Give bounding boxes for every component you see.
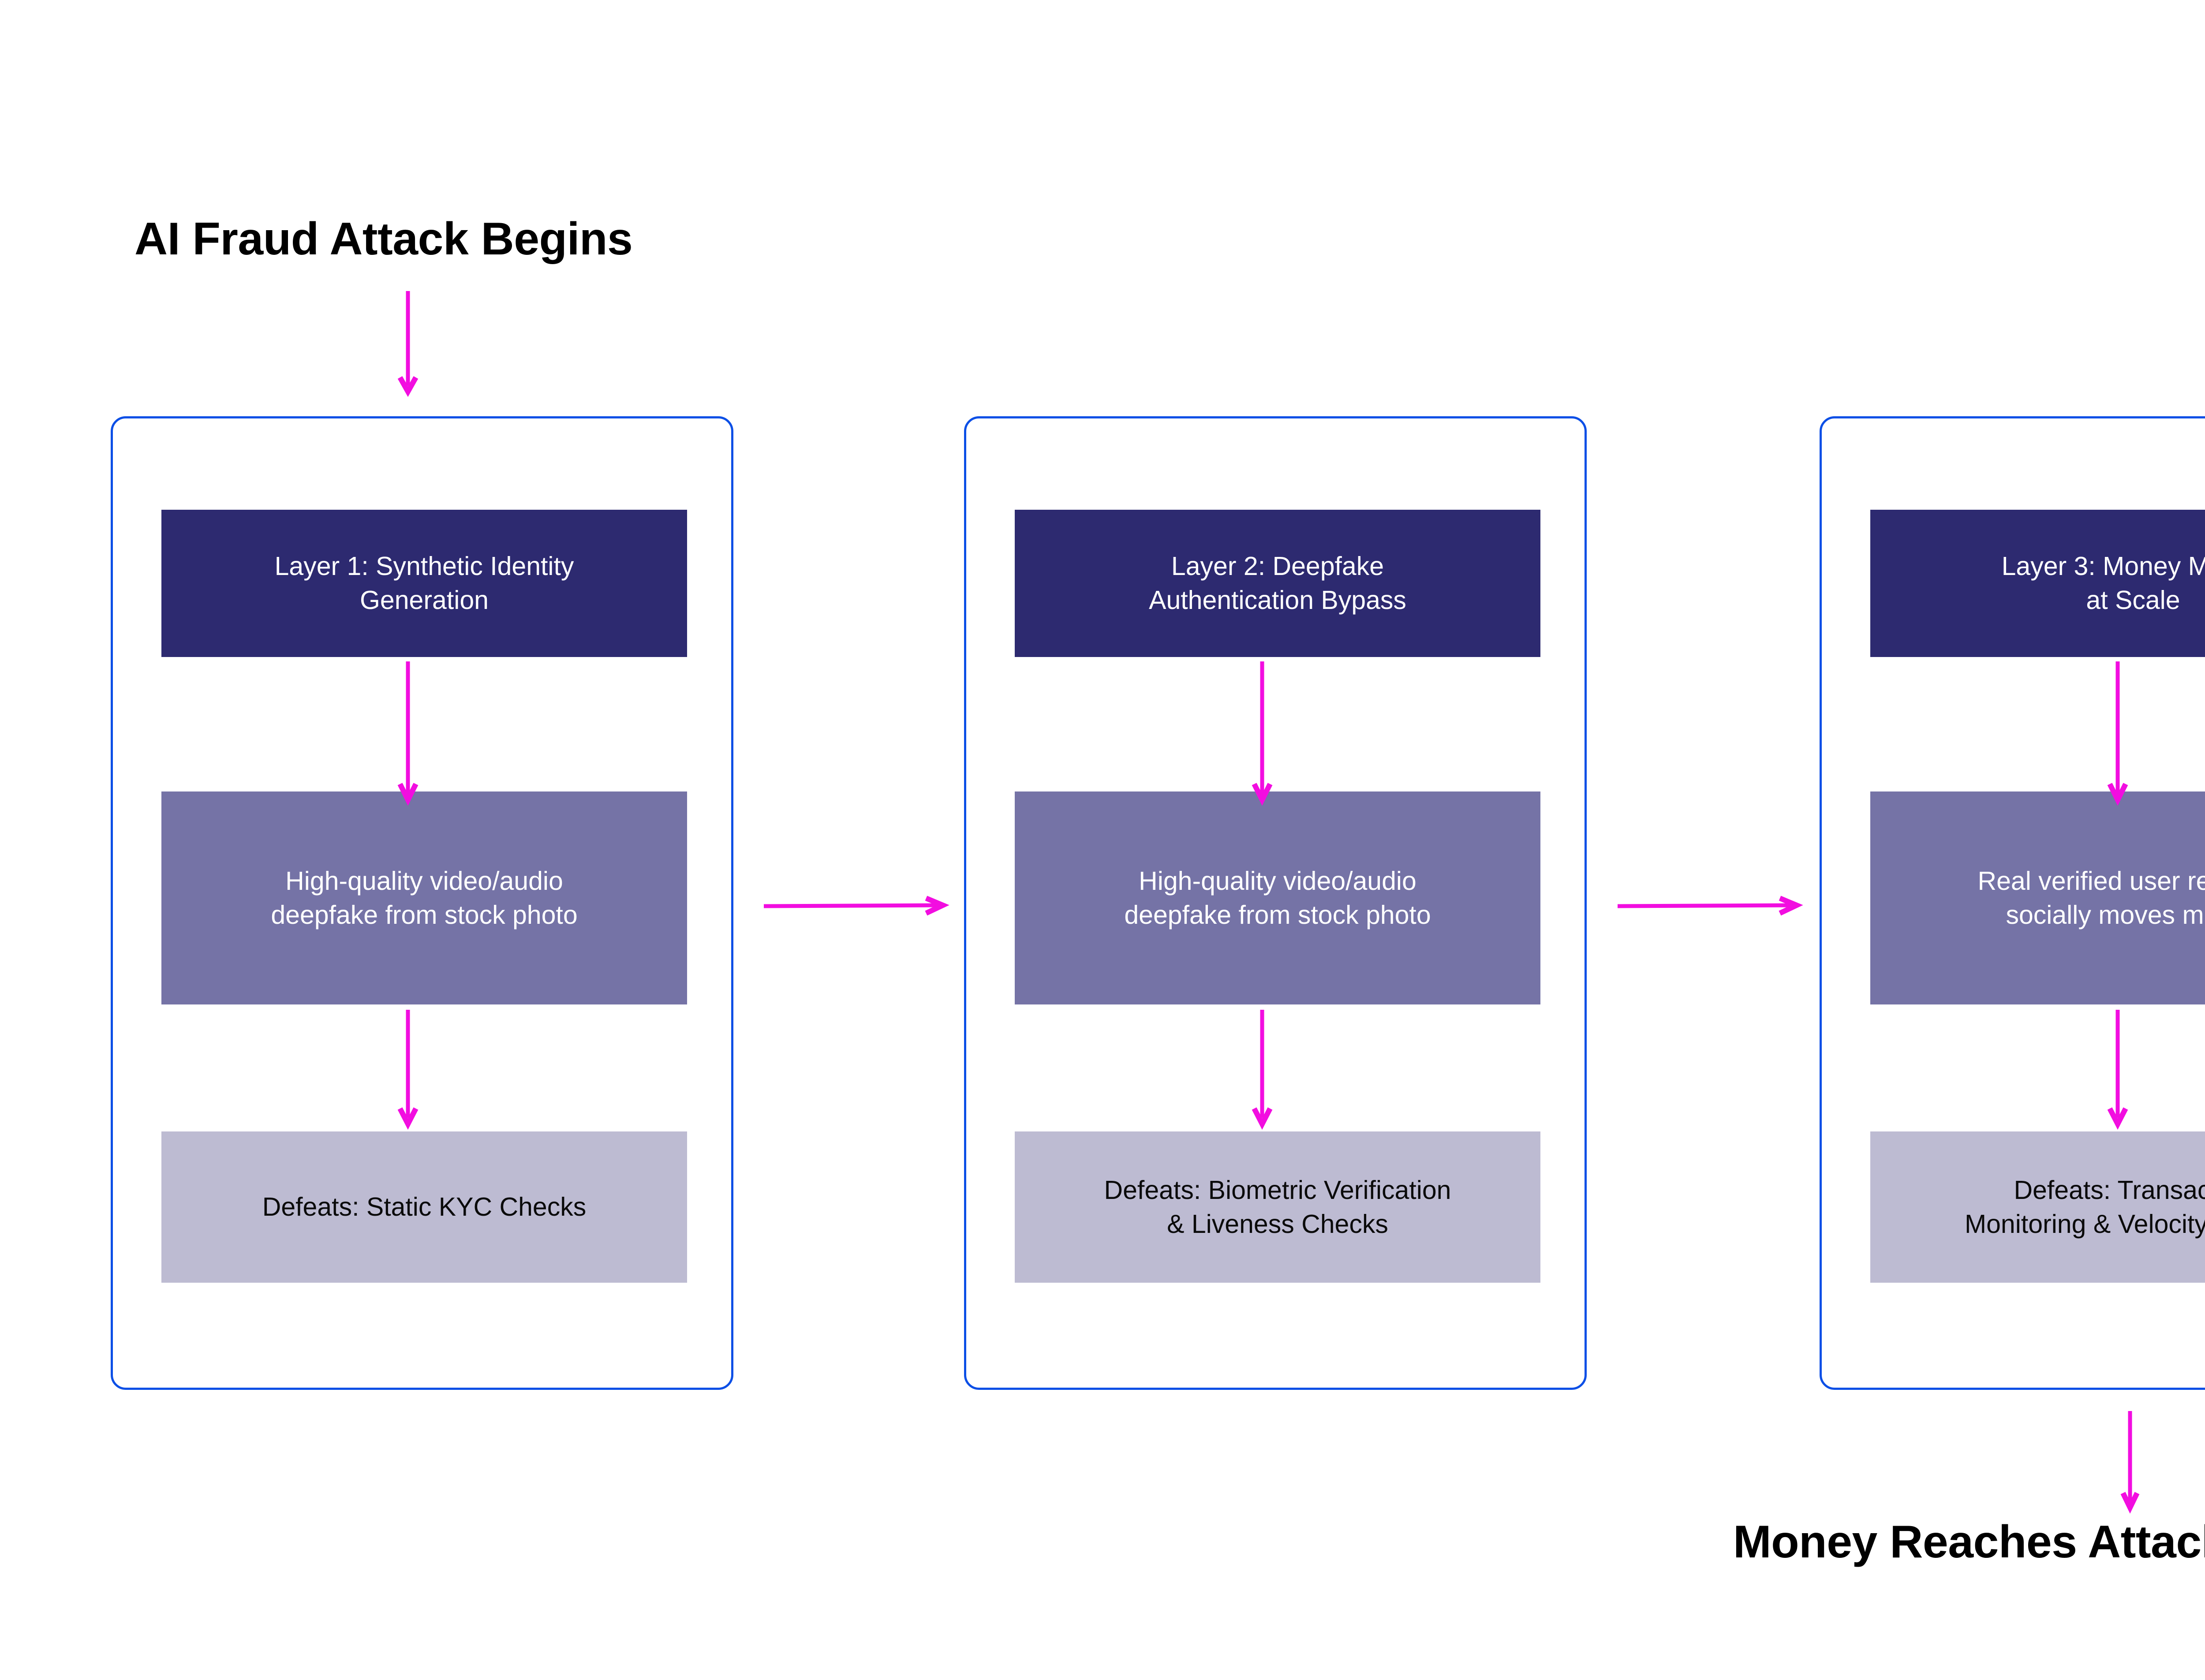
layer-1-method-box: High-quality video/audio deepfake from s… [161,791,687,1004]
layer-2-method-box: High-quality video/audio deepfake from s… [1015,791,1540,1004]
layer-3-header-box: Layer 3: Money Muling at Scale [1870,510,2205,657]
connector-layer2-to-layer3-icon [1617,896,1803,916]
layer-2-defeats-box: Defeats: Biometric Verification & Livene… [1015,1131,1540,1283]
layer-card-3[interactable]: Layer 3: Money Muling at Scale Real veri… [1820,416,2205,1390]
start-label: AI Fraud Attack Begins [135,213,633,265]
layer-2-header-box: Layer 2: Deepfake Authentication Bypass [1015,510,1540,657]
entry-arrow-down-icon [397,291,419,397]
layer-3-arrow-method-to-defeats-icon [2107,1010,2128,1130]
layer-1-header-box: Layer 1: Synthetic Identity Generation [161,510,687,657]
connector-layer1-to-layer2-icon [763,896,949,916]
layer-1-defeats-box: Defeats: Static KYC Checks [161,1131,687,1283]
layer-3-arrow-header-to-method-icon [2107,661,2128,806]
layer-2-arrow-header-to-method-icon [1252,661,1273,806]
exit-arrow-down-icon [2120,1411,2140,1514]
end-label: Money Reaches Attacker’s Wallet [1733,1516,2205,1568]
layer-card-1[interactable]: Layer 1: Synthetic Identity Generation H… [111,416,733,1390]
layer-2-arrow-method-to-defeats-icon [1252,1010,1273,1130]
layer-3-method-box: Real verified user recruited socially mo… [1870,791,2205,1004]
layer-3-defeats-box: Defeats: Transaction Monitoring & Veloci… [1870,1131,2205,1283]
layer-1-arrow-method-to-defeats-icon [397,1010,419,1130]
layer-1-arrow-header-to-method-icon [397,661,419,806]
layer-card-2[interactable]: Layer 2: Deepfake Authentication Bypass … [964,416,1587,1390]
